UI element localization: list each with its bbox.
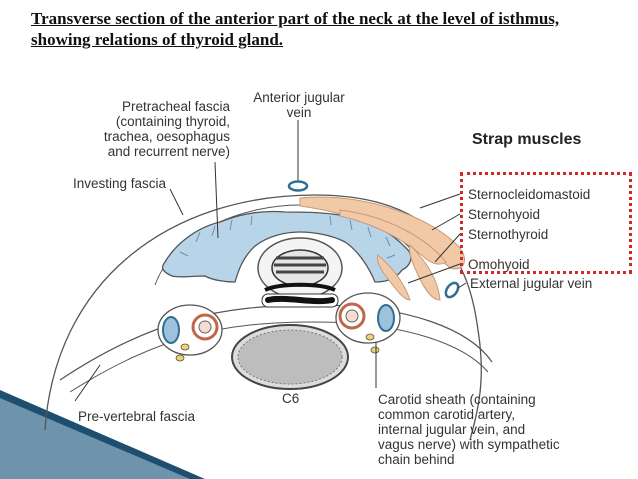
carotid-sheath-label: Carotid sheath (containing common caroti… <box>378 392 560 467</box>
slide-corner-accent-light <box>0 398 190 479</box>
sympathetic-chain-right <box>370 346 380 354</box>
internal-jugular-vein-left <box>162 316 180 344</box>
sternothyroid-pointer <box>434 233 461 263</box>
sternothyroid-muscle <box>409 244 441 301</box>
thyroid-lobule-lines <box>179 215 396 259</box>
c6-trabecular-bone <box>237 329 343 385</box>
sternohyoid-label: Sternohyoid <box>468 207 541 222</box>
external-jugular-label: External jugular vein <box>470 276 593 291</box>
omohyoid-muscle <box>377 254 411 301</box>
investing-pointer <box>169 188 184 216</box>
anterior-jugular-vein <box>287 180 309 192</box>
internal-jugular-vein-right <box>377 304 395 332</box>
prevertebral-fascia-label: Pre-vertebral fascia <box>78 409 196 424</box>
pretracheal-fascia-label: Pretracheal fascia (containing thyroid, … <box>103 99 230 159</box>
prevertebral-fascia-line-lower <box>69 321 489 393</box>
oesophagus-lumen <box>265 295 335 305</box>
common-carotid-artery-right-inner <box>345 309 359 323</box>
c6-label: C6 <box>282 391 300 406</box>
anterior-jugular-label: Anterior jugular vein <box>253 90 345 120</box>
investing-fascia-label: Investing fascia <box>73 176 167 191</box>
vagus-nerve-left <box>180 343 190 351</box>
prevertebral-pointer <box>74 364 101 402</box>
strap-muscles-title: Strap muscles <box>472 131 582 148</box>
omohyoid-pointer <box>407 263 461 284</box>
vagus-nerve-right <box>365 333 375 341</box>
thyroid-gland <box>161 210 412 283</box>
trachea-cartilage-rings <box>274 256 326 274</box>
slide-title: Transverse section of the anterior part … <box>31 9 560 49</box>
sternocleidomastoid-label: Sternocleidomastoid <box>468 187 591 202</box>
sympathetic-chain-left <box>175 354 185 362</box>
pretracheal-pointer <box>214 161 219 239</box>
external-jugular-pointer <box>457 282 467 289</box>
omohyoid-label: Omohyoid <box>468 257 530 272</box>
trachea-lumen <box>271 249 329 287</box>
external-jugular-vein <box>444 281 460 299</box>
scm-pointer <box>419 193 461 209</box>
sternohyoid-muscle <box>339 209 447 265</box>
common-carotid-artery-left-inner <box>198 320 212 334</box>
sternothyroid-label: Sternothyroid <box>468 227 549 242</box>
trachea-posterior-wall <box>264 282 336 292</box>
sternohyoid-pointer <box>431 213 461 231</box>
strap-muscles-highlight-box <box>460 172 632 274</box>
